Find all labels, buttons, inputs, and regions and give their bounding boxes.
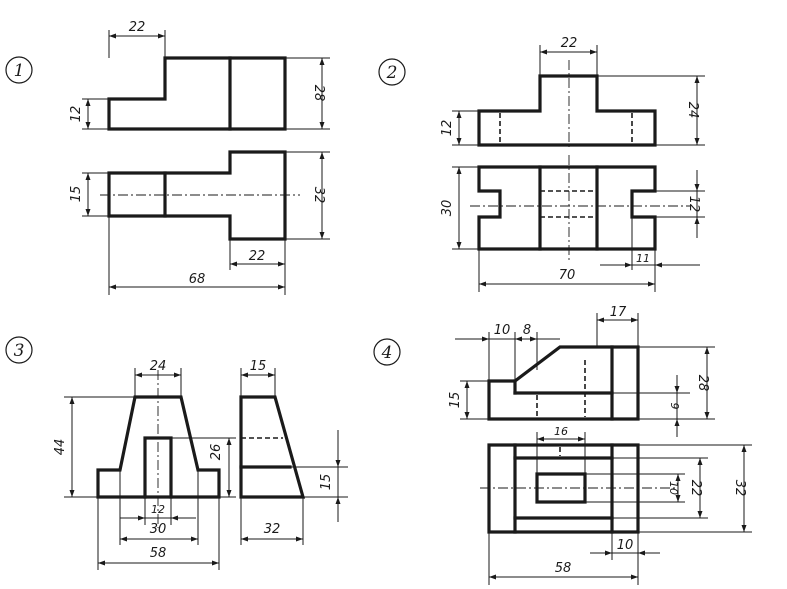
figure-3-number-marker: 3 [5,336,33,364]
fig3-dim-label: 15 [250,359,267,374]
fig4-dim-label: 32 [732,480,747,497]
figure-1-number-marker: 1 [5,56,33,84]
fig1-dim-label: 22 [249,249,266,264]
figure-4-number: 4 [381,343,393,363]
fig2-dim-label: 12 [440,120,455,137]
fig3-side-view-outline [239,395,306,499]
fig4-dim-label: 16 [554,425,568,438]
fig4-dim-label: 15 [448,392,463,409]
fig2-dim-label: 30 [440,200,455,217]
figure-3-number: 3 [14,341,25,361]
fig4-dim-label: 8 [523,323,531,338]
fig1-dim-label: 12 [69,106,84,123]
figure-2-number-marker: 2 [378,58,406,86]
fig4-dim-label: 28 [695,375,710,392]
figure-2-number: 2 [386,63,398,83]
fig2-front-view-outline [477,74,657,147]
fig2-dim-label: 12 [686,196,701,213]
fig4-dim-label: 17 [610,305,627,320]
fig2-dim-label: 22 [561,36,578,51]
fig3-dim-label: 30 [150,522,167,537]
figure-1: 1 22 12 28 15 3 [5,20,330,295]
fig3-dim-label: 58 [150,546,167,561]
fig1-dim-label: 32 [311,187,326,204]
fig3-dim-label: 15 [319,474,334,491]
fig3-dim-label: 24 [150,359,167,374]
fig3-dim-label: 44 [53,439,68,456]
fig3-front-view-outline [96,395,221,499]
fig2-dim-label: 70 [559,268,576,283]
fig4-front-view-outline [487,345,640,421]
fig4-dim-label: 9 [668,403,681,410]
fig4-dim-label: 10 [667,481,680,495]
fig1-dim-label: 22 [129,20,146,35]
fig1-dim-label: 15 [69,186,84,203]
fig3-dim-label: 32 [264,522,281,537]
figure-4: 4 10 8 17 15 [373,305,752,585]
fig1-front-view-outline [107,56,287,131]
fig4-dim-label: 10 [617,538,634,553]
fig2-top-view-outline [477,165,657,251]
fig2-dim-label: 24 [685,102,700,119]
figure-3: 3 24 15 44 26 [5,336,348,570]
fig3-dim-label: 12 [151,503,165,516]
fig3-dim-label: 26 [209,444,224,461]
fig2-dim-label: 11 [636,252,650,265]
fig1-dim-label: 68 [189,272,206,287]
fig4-dim-label: 58 [555,561,572,576]
fig4-dim-label: 10 [494,323,511,338]
figure-1-number: 1 [14,61,25,81]
fig1-dim-label: 28 [311,85,326,102]
fig4-dim-label: 22 [688,480,703,497]
fig1-top-view-outline [107,150,287,241]
figure-4-number-marker: 4 [373,338,401,366]
figure-2: 2 22 12 24 30 [378,36,705,292]
